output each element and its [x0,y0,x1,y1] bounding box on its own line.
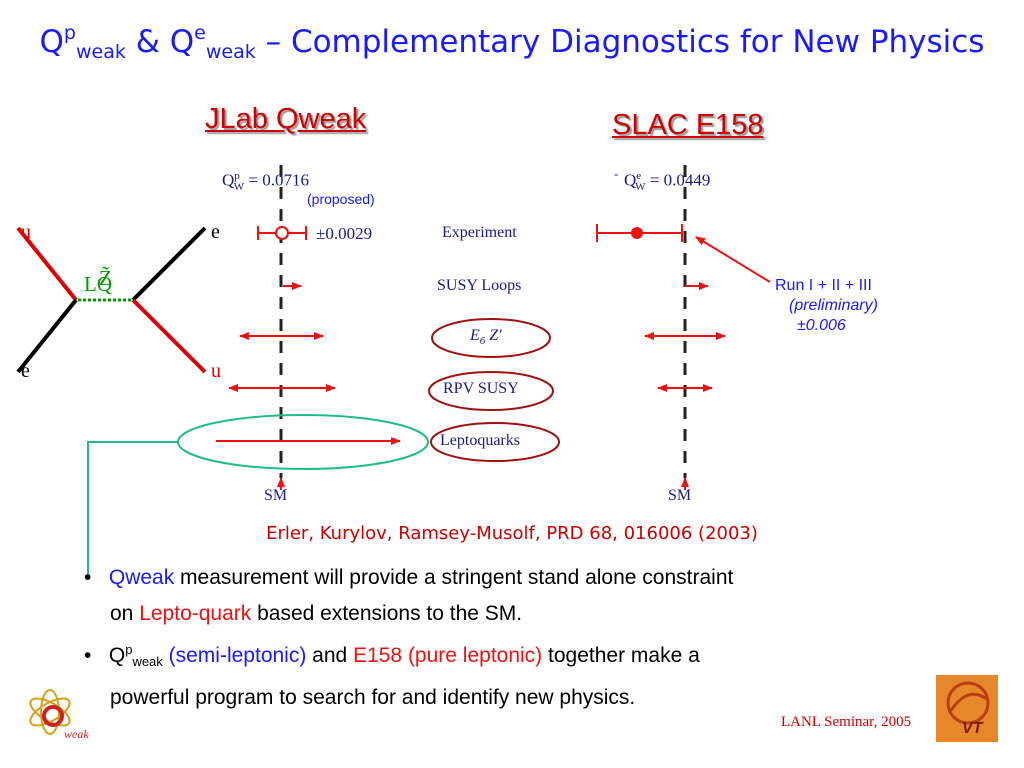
category-experiment: Experiment [442,224,517,241]
seminar-label: LANL Seminar, 2005 [781,714,912,730]
proposed-label: (proposed) [307,191,375,207]
category-susy-loops: SUSY Loops [437,277,522,294]
qweak-logo-text: weak [64,727,89,741]
leptoquarks-oval [430,422,560,462]
left-sm-label: SM [264,487,288,504]
highlight-connector [87,441,178,575]
mediator-z-label: Z̃ [99,266,112,290]
right-qw-minus: - [614,166,619,181]
feynman-diagram [16,226,207,374]
electron-e-label-top: e [211,221,220,243]
bullet-list: • Qweak measurement will provide a strin… [84,560,884,716]
lepton-line-in [16,298,78,374]
run-annotation: Run I + II + III (preliminary) ±0.006 [775,276,878,336]
jlab-qweak-heading: JLab Qweak [205,103,367,135]
e6-oval [431,318,551,358]
right-experiment-errorbar [596,224,683,242]
bullet-1: • Qweak measurement will provide a strin… [84,566,734,589]
slide-title: Qpweak & Qeweak – Complementary Diagnost… [39,22,985,63]
vt-logo-text: VT [962,720,983,737]
quark-line-out [131,298,207,374]
annotation-pointer-arrow [695,236,771,283]
quark-u-label-top: u [21,221,31,243]
left-error-label: ±0.0029 [316,224,373,243]
quark-u-label-bottom: u [211,360,221,382]
category-rpv-susy: RPV SUSY [443,380,519,397]
quark-line-in [16,226,78,302]
run-annotation-line3: ±0.006 [797,317,846,334]
lepton-line-out [131,226,207,302]
electron-e-label-bottom: e [21,360,30,382]
slac-e158-heading: SLAC E158 [612,109,764,141]
bullet-2-cont: powerful program to search for and ident… [110,686,636,709]
left-experiment-errorbar [257,226,307,240]
mediator-lq-label: LQ [84,272,112,296]
right-qw-value: QeW = 0.0449 [624,170,711,194]
bullet-2: • Qpweak (semi-leptonic) and E158 (pure … [84,642,700,669]
left-qw-value: QpW = 0.0716 [222,170,310,194]
rpv-susy-oval [428,371,554,411]
run-annotation-line1: Run I + II + III [775,277,872,294]
bullet-1-cont: on Lepto-quark based extensions to the S… [110,602,523,625]
citation: Erler, Kurylov, Ramsey-Musolf, PRD 68, 0… [266,523,758,544]
category-e6-zprime: E6 Z' [470,327,502,348]
category-leptoquarks: Leptoquarks [440,432,520,449]
run-annotation-line2: (preliminary) [789,297,878,314]
right-sm-label: SM [668,487,692,504]
